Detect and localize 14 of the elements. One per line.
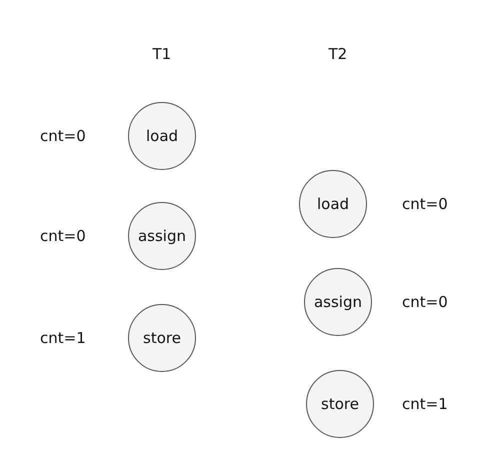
counter-value: cnt=0 — [402, 293, 448, 311]
counter-value: cnt=1 — [40, 329, 86, 347]
counter-value: cnt=0 — [402, 195, 448, 213]
operation-name: store — [321, 395, 359, 413]
column-heading: T1 — [152, 45, 172, 63]
operation-name: load — [146, 127, 178, 145]
operation-name: assign — [138, 227, 186, 245]
operation-name: store — [143, 329, 181, 347]
operation-name: assign — [314, 293, 362, 311]
operation-name: load — [316, 195, 350, 213]
counter-value: cnt=0 — [40, 127, 86, 145]
counter-value: cnt=0 — [40, 227, 86, 245]
counter-value: cnt=1 — [402, 395, 448, 413]
column-heading: T2 — [328, 45, 348, 63]
